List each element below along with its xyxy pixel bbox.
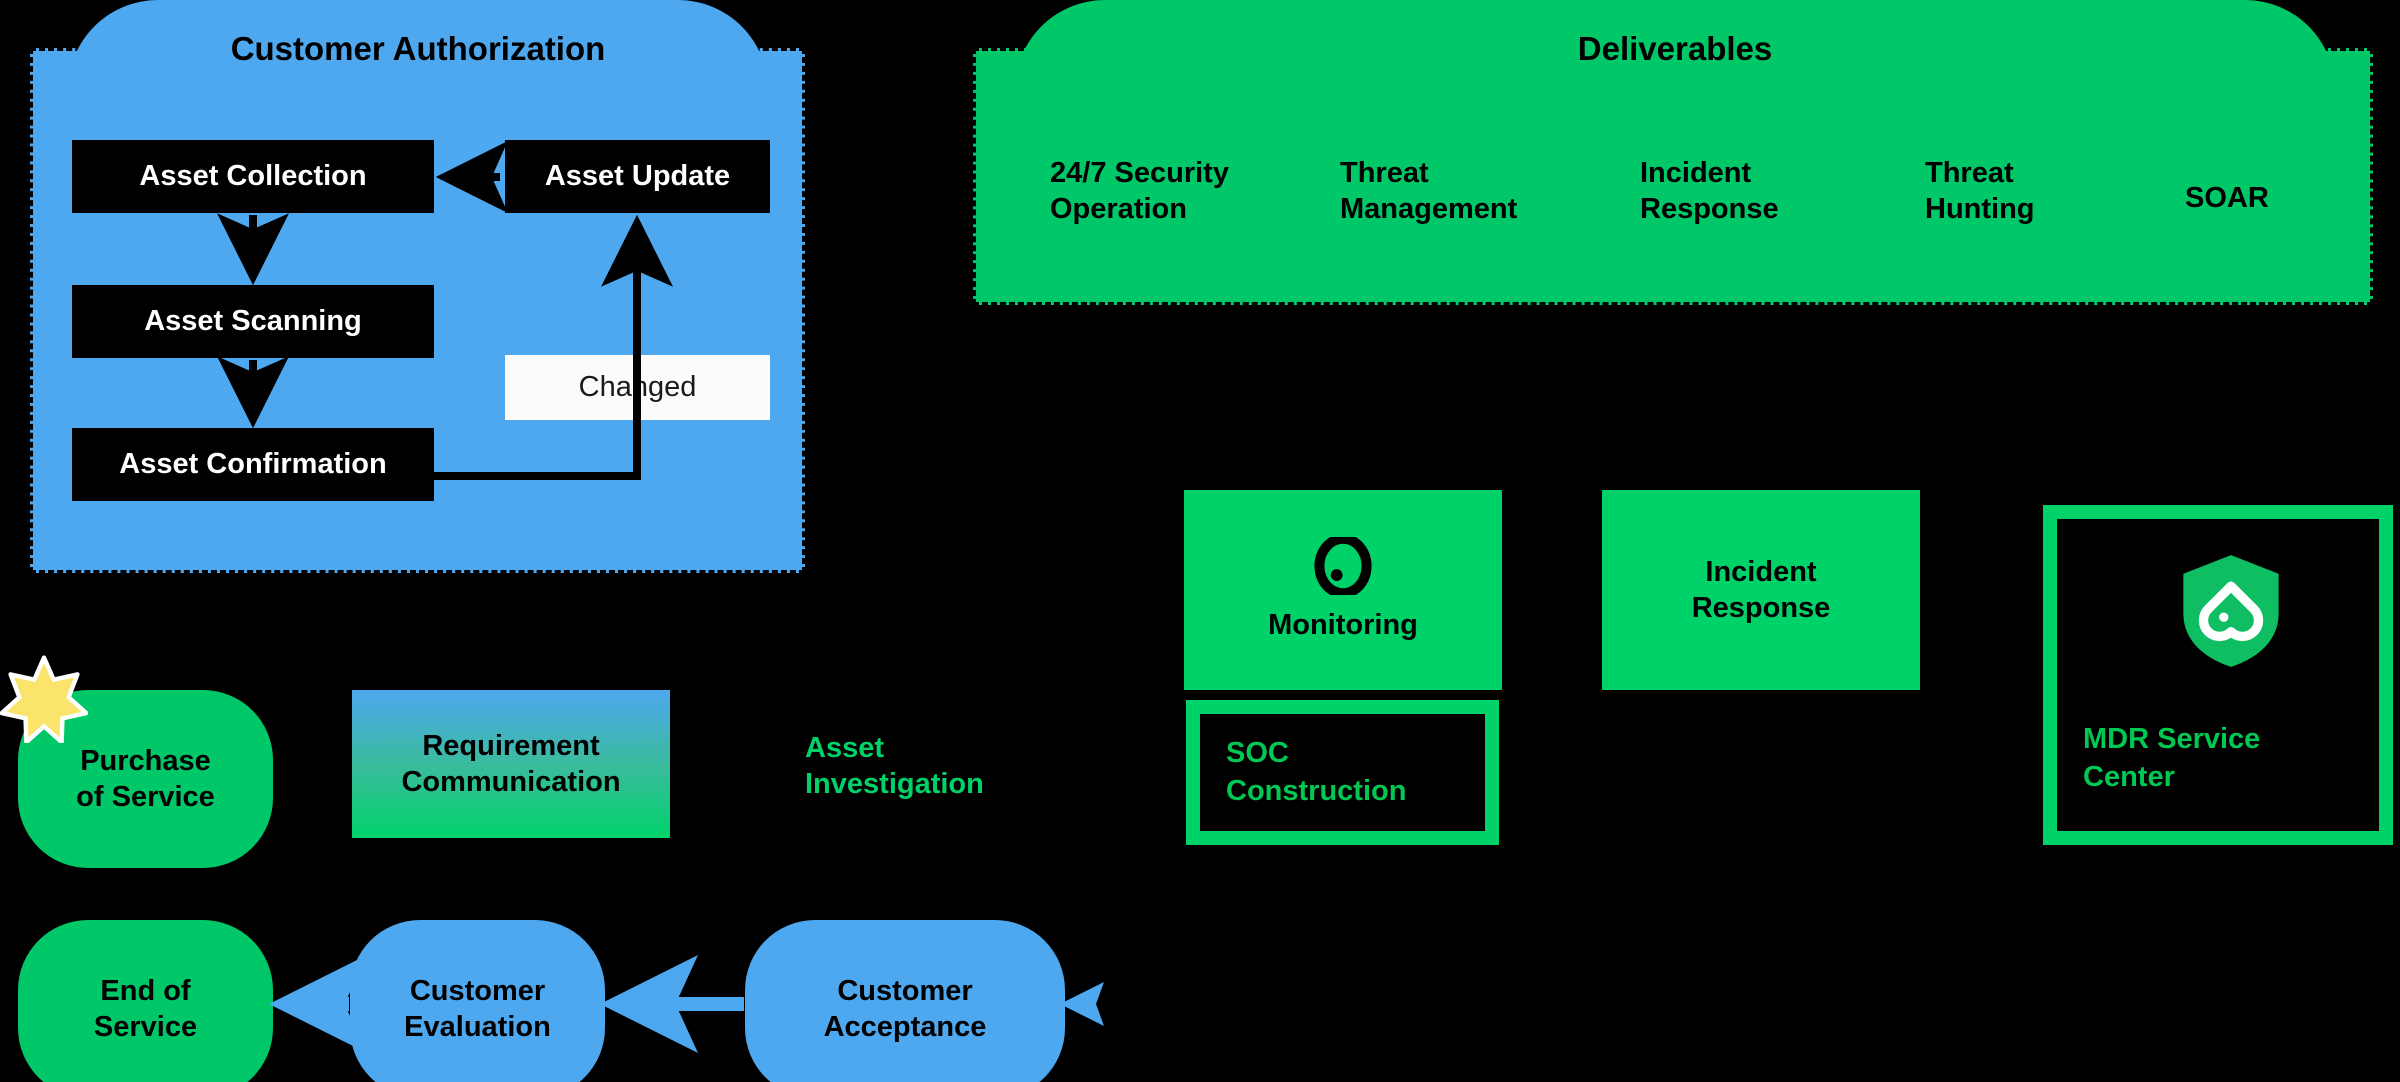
eye-icon [1314,533,1372,599]
deliverable-item-threat-management[interactable]: Threat Management [1340,157,1518,226]
card-mdr-service-center[interactable]: MDR Service Center [2043,505,2393,845]
group-customer-authorization-header [68,0,768,96]
group-deliverables-header [1015,0,2335,96]
process-box-asset-scanning[interactable]: Asset Scanning [72,285,434,358]
card-mdr-service-center-label: MDR Service Center [2083,723,2261,793]
group-deliverables-title: Deliverables [1577,30,1773,67]
card-monitoring[interactable]: Monitoring [1184,490,1502,690]
process-box-asset-collection[interactable]: Asset Collection [72,140,434,213]
card-soc-construction-label: SOC Construction [1226,736,1407,807]
connector-service-return-arrowhead [1060,982,1104,1026]
group-customer-authorization-title: Customer Authorization [230,30,606,67]
flow-node-customer-evaluation[interactable]: Customer Evaluation [350,920,605,1082]
deliverable-item-24-7-security-operation[interactable]: 24/7 Security Operation [1050,157,1229,226]
card-incident-response[interactable]: Incident Response [1602,490,1920,690]
deliverable-item-incident-response[interactable]: Incident Response [1640,157,1779,226]
star-icon [0,655,89,745]
edge-label-changed: Changed [505,355,770,420]
flow-node-end-of-service[interactable]: End of Service [18,920,273,1082]
process-box-asset-confirmation[interactable]: Asset Confirmation [72,428,434,501]
card-soc-construction[interactable]: SOC Construction [1186,700,1499,845]
flow-node-customer-acceptance[interactable]: Customer Acceptance [745,920,1065,1082]
flow-node-requirement-communication[interactable]: Requirement Communication [352,690,670,838]
deliverable-item-threat-hunting[interactable]: Threat Hunting [1925,157,2035,226]
shield-icon [2179,553,2283,669]
process-box-asset-update[interactable]: Asset Update [505,140,770,213]
deliverable-item-soar[interactable]: SOAR [2185,182,2269,214]
flow-node-asset-investigation[interactable]: Asset Investigation [805,732,984,801]
card-monitoring-label: Monitoring [1268,608,1418,641]
